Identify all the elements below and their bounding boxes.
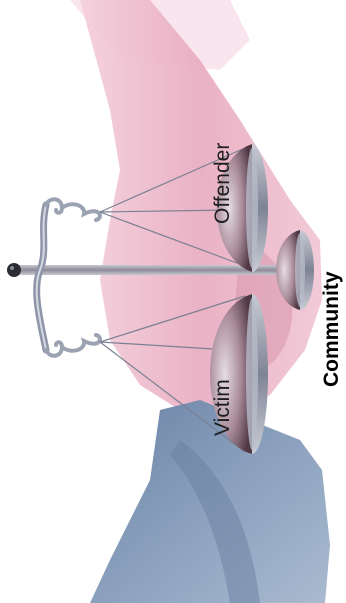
offender-label: Offender: [212, 143, 233, 224]
hand-shape: [80, 0, 322, 415]
hook-bottom: [46, 335, 100, 356]
community-label: Community: [321, 272, 342, 388]
hook-top: [46, 199, 100, 220]
balance-finial: [7, 263, 21, 277]
victim-label: Victim: [212, 379, 233, 436]
balance-finial-highlight: [10, 266, 14, 270]
